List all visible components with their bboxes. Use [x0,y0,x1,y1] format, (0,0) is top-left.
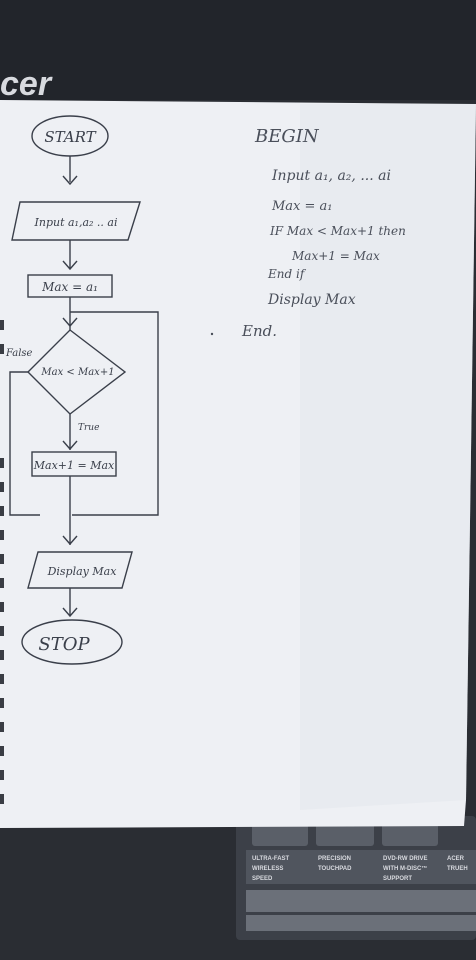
feature-3-line3: SUPPORT [383,876,412,882]
arrowhead-1 [62,175,78,186]
paper-sheet [0,100,476,828]
stop-label: STOP [38,634,90,655]
assign-label: Max = a₁ [41,280,98,294]
feature-3-line1: DVD-RW DRIVE [383,856,428,862]
decision-label: Max < Max+1 [40,367,114,378]
arrowhead-2 [62,260,78,271]
display-parallelogram [27,551,133,589]
laptop-lid-top [0,0,476,100]
feature-1-line1: ULTRA-FAST [252,856,290,862]
pseudo-line-5: End if [267,267,307,281]
feature-1-line2: WIRELESS [252,866,283,872]
update-label: Max+1 = Max [33,459,115,472]
feature-2-line2: TOUCHPAD [318,866,352,872]
disc-drive-icon [382,822,438,846]
wireless-icon [252,822,308,846]
pseudo-line-6: Display Max [267,292,356,308]
pen-dot [210,332,214,336]
touchpad-icon [316,822,374,846]
pseudo-line-3: IF Max < Max+1 then [269,224,406,238]
pseudo-end: End. [241,322,277,340]
true-label: True [78,423,99,433]
false-label: False [5,348,33,359]
pseudo-line-1: Input a₁, a₂, ... ai [271,168,391,184]
feature-4-line2: TRUEH [447,866,468,872]
feature-4-line1: ACER [447,856,465,862]
feature-3-line2: WITH M-DISC™ [383,865,427,872]
start-label: START [44,128,96,146]
display-label: Display Max [47,565,118,578]
arrowhead-5 [62,535,78,546]
pseudo-line-4: Max+1 = Max [291,249,380,263]
pseudo-line-2: Max = a₁ [271,199,333,214]
loop-back-line [70,311,159,516]
false-branch-line [9,371,40,516]
arrowhead-4 [62,440,78,451]
pseudo-begin: BEGIN [254,126,320,147]
arrowhead-6 [62,607,78,618]
stop-terminal [21,619,123,665]
spiral-holes [0,320,4,804]
laptop-sticker-panel: ULTRA-FAST WIRELESS SPEED PRECISION TOUC… [236,816,476,940]
laptop-logo: cer [0,65,53,103]
flowchart [9,115,159,665]
feature-2-line1: PRECISION [318,856,351,862]
input-parallelogram [11,201,141,241]
arrowhead-3 [62,317,78,328]
feature-1-line3: SPEED [252,876,273,882]
update-box [31,451,117,477]
input-label: Input a₁,a₂ .. ai [34,216,118,229]
